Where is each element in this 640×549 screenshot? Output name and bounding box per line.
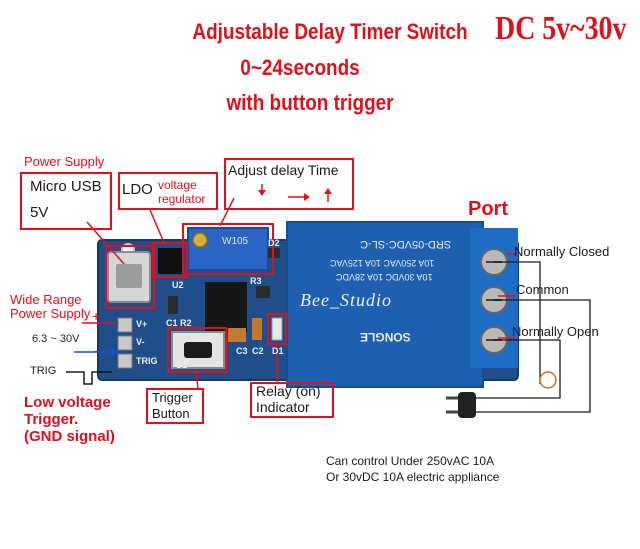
trigger-button-label-1: Trigger xyxy=(152,390,193,405)
silk-c3: C3 xyxy=(236,346,248,356)
ldo-label: LDO xyxy=(122,181,153,198)
low-voltage-1: Low voltage xyxy=(24,394,111,411)
adjust-delay-box xyxy=(224,158,354,210)
wide-range-2: Power Supply xyxy=(10,306,91,321)
silk-u2: U2 xyxy=(172,280,184,290)
low-voltage-2: Trigger. xyxy=(24,411,79,428)
micro-usb-label-box xyxy=(20,172,112,230)
relay-brand: SONGLE xyxy=(360,330,411,344)
voltage-range-label: 6.3 ~ 30V xyxy=(32,333,80,345)
control-note-2: Or 30vDC 10A electric appliance xyxy=(326,470,500,484)
normally-open-label: Normally Open xyxy=(512,324,599,339)
trigger-button-label-2: Button xyxy=(152,406,190,421)
pin-trig: TRIG xyxy=(136,356,158,366)
trigger-button-label-box xyxy=(146,388,204,424)
silk-d2: D2 xyxy=(268,238,280,248)
title-line-3: with button trigger xyxy=(226,90,394,115)
normally-closed-label: Normally Closed xyxy=(514,244,610,259)
adjust-delay-label: Adjust delay Time xyxy=(228,162,339,178)
relay-body xyxy=(287,222,483,387)
timer-ic xyxy=(205,282,247,332)
bulb-icon xyxy=(539,371,557,389)
ldo-sub-2: regulator xyxy=(158,192,206,206)
ldo-label-box xyxy=(118,172,218,210)
relay-indicator-label-box xyxy=(250,382,334,418)
power-supply-label: Power Supply xyxy=(24,154,105,169)
watermark: Bee_Studio xyxy=(300,290,392,310)
title-line-1: Adjustable Delay Timer Switch xyxy=(192,19,468,44)
pin-vminus: V- xyxy=(136,337,145,347)
silk-r3: R3 xyxy=(250,276,262,286)
relay-rating-1: 10A 250VAC 10A 125VAC xyxy=(330,258,435,268)
plug-icon xyxy=(458,392,476,418)
relay-indicator-label-2: Indicator xyxy=(256,399,310,415)
box-button xyxy=(167,327,227,373)
box-pot xyxy=(182,223,274,275)
ldo-sub-1: voltage xyxy=(158,178,197,192)
trig-label: TRIG xyxy=(30,365,57,377)
pot-label: W105 xyxy=(222,236,249,247)
port-label: Port xyxy=(468,198,508,220)
relay-indicator-label-1: Relay (on) xyxy=(256,383,321,399)
plus-sign: + xyxy=(92,308,101,324)
five-v-label: 5V xyxy=(30,204,49,221)
silk-c2: C2 xyxy=(252,346,264,356)
control-note-1: Can control Under 250vAC 10A xyxy=(326,454,495,468)
common-label: Common xyxy=(516,282,569,297)
minus-sign: - xyxy=(94,342,99,358)
silk-r2: R2 xyxy=(180,318,192,328)
low-voltage-3: (GND signal) xyxy=(24,428,115,445)
voltage-label: DC 5v~30v xyxy=(495,10,627,47)
title-line-2: 0~24seconds xyxy=(240,55,360,80)
relay-rating-2: 10A 30VDC 10A 28VDC xyxy=(336,272,433,282)
box-ldo xyxy=(152,242,188,278)
relay-model: SRD-05VDC-SL-C xyxy=(360,238,452,250)
wide-range-1: Wide Range xyxy=(10,292,82,307)
micro-usb-label: Micro USB xyxy=(30,178,102,195)
silk-s1: S1 xyxy=(176,360,188,370)
silk-d1: D1 xyxy=(272,346,284,356)
ldo-chip xyxy=(158,248,182,274)
pin-vplus: V+ xyxy=(136,319,148,329)
silk-c1: C1 xyxy=(166,318,178,328)
